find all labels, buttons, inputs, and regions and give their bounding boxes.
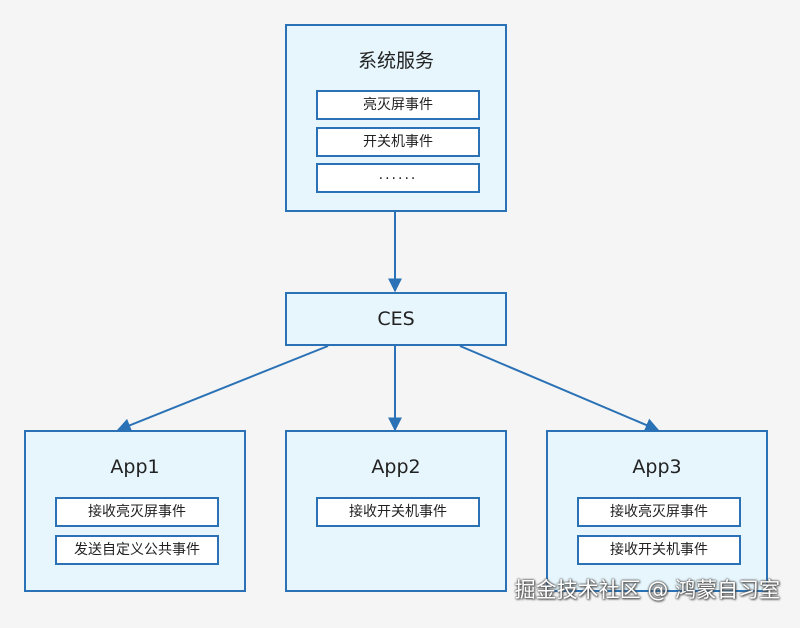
app2-box: App2 接收开关机事件 — [285, 430, 507, 592]
system-service-item-screen-event: 亮灭屏事件 — [316, 90, 480, 120]
ces-title: CES — [377, 308, 415, 330]
app3-item-receive-screen-event: 接收亮灭屏事件 — [577, 497, 741, 527]
app2-item-receive-power-event: 接收开关机事件 — [316, 497, 480, 527]
app1-item-receive-screen-event: 接收亮灭屏事件 — [55, 497, 219, 527]
app3-item-receive-power-event: 接收开关机事件 — [577, 535, 741, 565]
app1-box: App1 接收亮灭屏事件 发送自定义公共事件 — [24, 430, 246, 592]
app1-item-send-custom-event: 发送自定义公共事件 — [55, 535, 219, 565]
system-service-item-power-event: 开关机事件 — [316, 127, 480, 157]
system-service-item-more: ...... — [316, 163, 480, 193]
app3-box: App3 接收亮灭屏事件 接收开关机事件 — [546, 430, 768, 592]
arrow-ces-to-app1 — [116, 345, 329, 432]
system-service-title: 系统服务 — [357, 50, 434, 72]
watermark: 掘金技术社区 @ 鸿蒙自习室 — [514, 578, 780, 602]
arrow-ces-to-app3 — [459, 345, 660, 432]
system-service-box: 系统服务 亮灭屏事件 开关机事件 ...... — [285, 24, 507, 212]
app3-title: App3 — [632, 456, 682, 478]
app1-title: App1 — [110, 456, 160, 478]
ces-box: CES — [285, 292, 507, 346]
app2-title: App2 — [371, 456, 421, 478]
